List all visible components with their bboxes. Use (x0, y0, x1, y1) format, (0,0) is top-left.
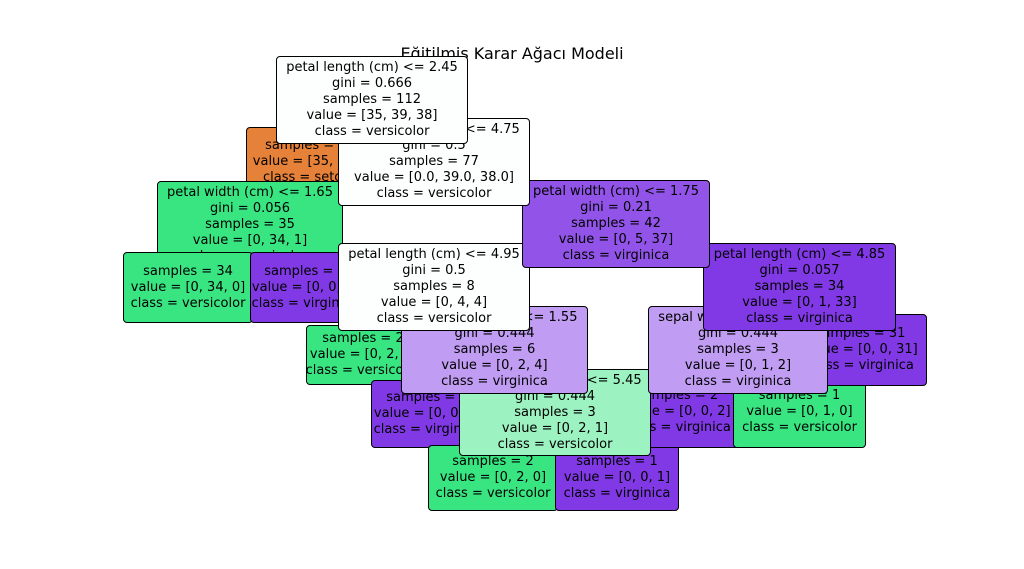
node-text-line: value = [0, 34, 1] (192, 233, 308, 248)
node-text-line: gini = 0.056 (209, 201, 291, 216)
node-text-line: value = [0, 2, 4] (441, 358, 548, 373)
node-text-line: value = [0.0, 39.0, 38.0] (354, 170, 514, 185)
node-text-line: value = [0, 2, 0] (309, 347, 417, 362)
node-text-line: value = [0, 1, 33] (742, 295, 857, 310)
node-text-line: class = virginica (746, 311, 853, 326)
node-text-line: class = virginica (562, 248, 670, 263)
node-text-line: samples = 1 (264, 263, 346, 279)
figure-title: Eğitilmiş Karar Ağacı Modeli (400, 44, 624, 63)
node-text-line: samples = 112 (322, 92, 421, 107)
node-text-line: gini = 0.5 (402, 263, 466, 278)
node-text-line: class = virginica (807, 358, 914, 373)
node-text-line: class = virginica (441, 374, 548, 389)
node-text-line: value = [35, 39, 38] (306, 108, 438, 123)
node-text-line: class = versicolor (130, 295, 246, 311)
node-text-line: samples = 3 (697, 342, 779, 357)
node-text-line: samples = 77 (389, 154, 479, 169)
node-text-line: samples = 3 (514, 404, 596, 420)
node-text-line: value = [0, 4, 4] (380, 295, 488, 310)
node-text-line: class = versicolor (497, 436, 613, 452)
node-text-line: samples = 6 (453, 342, 536, 357)
node-text-line: samples = 1 (576, 454, 658, 469)
node-text-line: samples = 42 (571, 216, 661, 231)
node-text-line: value = [0, 0, 1] (563, 470, 671, 485)
node-text-line: class = virginica (684, 374, 792, 389)
node-text-line: value = [0, 5, 37] (558, 232, 674, 247)
node-text-line: class = virginica (251, 295, 359, 311)
node-text-line: petal length (cm) <= 2.45 (286, 60, 458, 75)
node-text-line: value = [0, 1, 2] (684, 358, 792, 373)
node-text-line: petal width (cm) <= 1.75 (533, 184, 699, 199)
node-text-line: class = versicolor (376, 311, 492, 326)
node-text-line: class = versicolor (376, 186, 492, 201)
node-text-line: gini = 0.21 (580, 200, 652, 215)
node-text-line: gini = 0.666 (331, 76, 413, 91)
node-text-line: class = setosa (263, 169, 357, 185)
node-text-line: samples = 2 (452, 454, 534, 469)
node-text-line: samples = 8 (393, 279, 475, 294)
node-text-line: samples = 2 (322, 331, 404, 346)
node-text-line: samples = 34 (754, 279, 845, 294)
node-text-line: class = virginica (563, 486, 671, 501)
node-text-line: class = versicolor (314, 124, 430, 139)
node-text-line: petal length (cm) <= 4.95 (348, 247, 520, 262)
node-text-line: value = [0, 0, 3] (373, 406, 481, 421)
node-text-line: samples = 34 (143, 263, 233, 279)
node-text-line: value = [0, 2, 0] (439, 470, 547, 485)
node-text-line: class = versicolor (306, 363, 420, 378)
node-text-line: petal length (cm) <= 4.85 (713, 247, 886, 262)
node-text-line: value = [0, 34, 0] (130, 279, 246, 295)
node-text-line: value = [0, 0, 31] (803, 342, 918, 357)
node-text-line: petal width (cm) <= 1.65 (167, 185, 333, 200)
node-text-line: gini = 0.057 (759, 263, 840, 278)
node-text-line: class = versicolor (435, 486, 551, 501)
node-text-line: value = [0, 2, 1] (501, 420, 609, 436)
node-text-line: value = [0, 1, 0] (746, 404, 853, 419)
node-text-line: value = [0, 0, 1] (251, 279, 359, 295)
node-text-line: class = versicolor (742, 420, 857, 435)
node-text-line: class = virginica (373, 422, 481, 437)
node-text-line: samples = 35 (205, 217, 295, 232)
